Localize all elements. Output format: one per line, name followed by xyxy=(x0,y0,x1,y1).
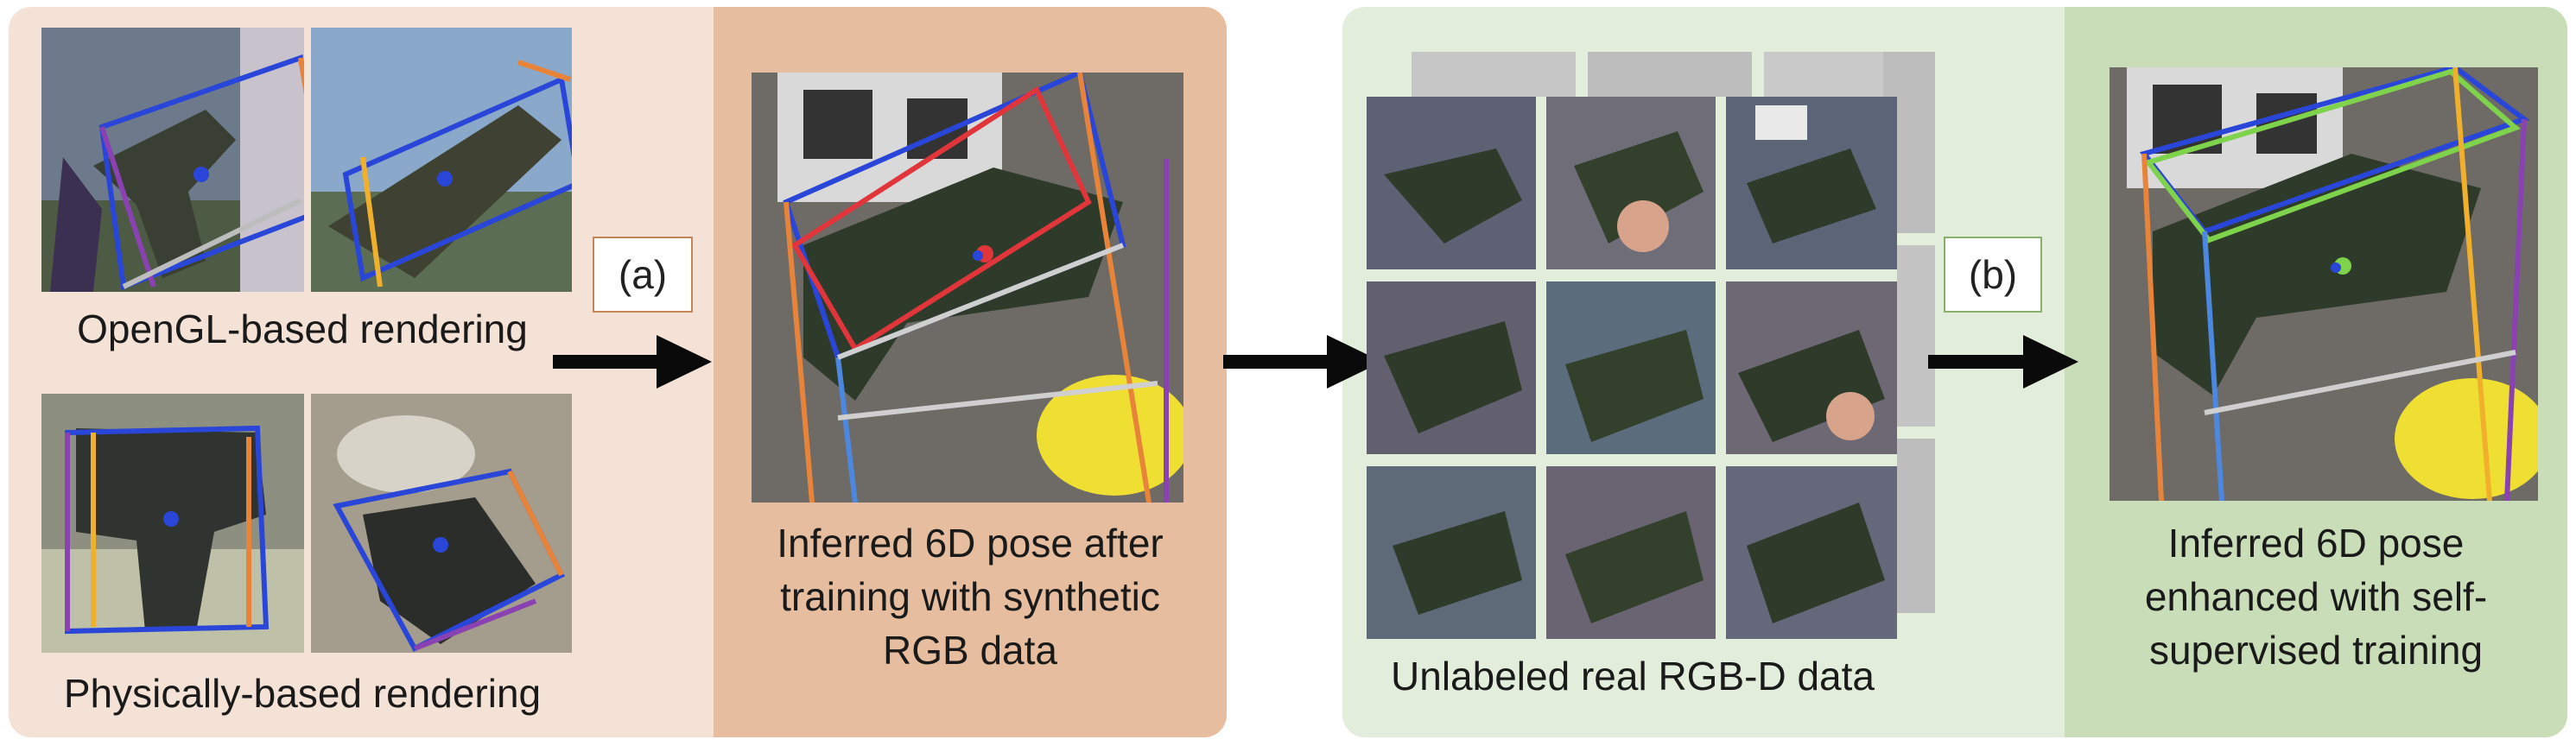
enhanced-label-line3: supervised training xyxy=(2065,623,2567,677)
opengl-rendering-label: OpenGL-based rendering xyxy=(26,302,579,356)
inferred-label-line3: RGB data xyxy=(714,623,1227,677)
opengl-render-image-1 xyxy=(41,28,304,292)
arrow-real-to-enhanced xyxy=(1928,332,2080,392)
inferred-pose-image-enhanced xyxy=(2110,67,2538,501)
physical-rendering-label: Physically-based rendering xyxy=(26,667,579,720)
arrow-inferred-to-real xyxy=(1223,332,1384,392)
real-rgbd-image-grid xyxy=(1367,97,1897,639)
physical-render-image-2 xyxy=(311,394,572,653)
unlabeled-real-label: Unlabeled real RGB-D data xyxy=(1348,649,1918,703)
enhanced-label-line1: Inferred 6D pose xyxy=(2065,516,2567,570)
inferred-label-line2: training with synthetic xyxy=(714,570,1227,623)
tag-a: (a) xyxy=(593,237,693,313)
arrow-synthetic-to-inferred xyxy=(553,332,714,392)
tag-b: (b) xyxy=(1944,237,2042,313)
physical-render-image-1 xyxy=(41,394,304,653)
enhanced-label-line2: enhanced with self- xyxy=(2065,570,2567,623)
opengl-render-image-2 xyxy=(311,28,572,292)
inferred-label-line1: Inferred 6D pose after xyxy=(714,516,1227,570)
inferred-pose-image-synthetic xyxy=(752,73,1183,503)
